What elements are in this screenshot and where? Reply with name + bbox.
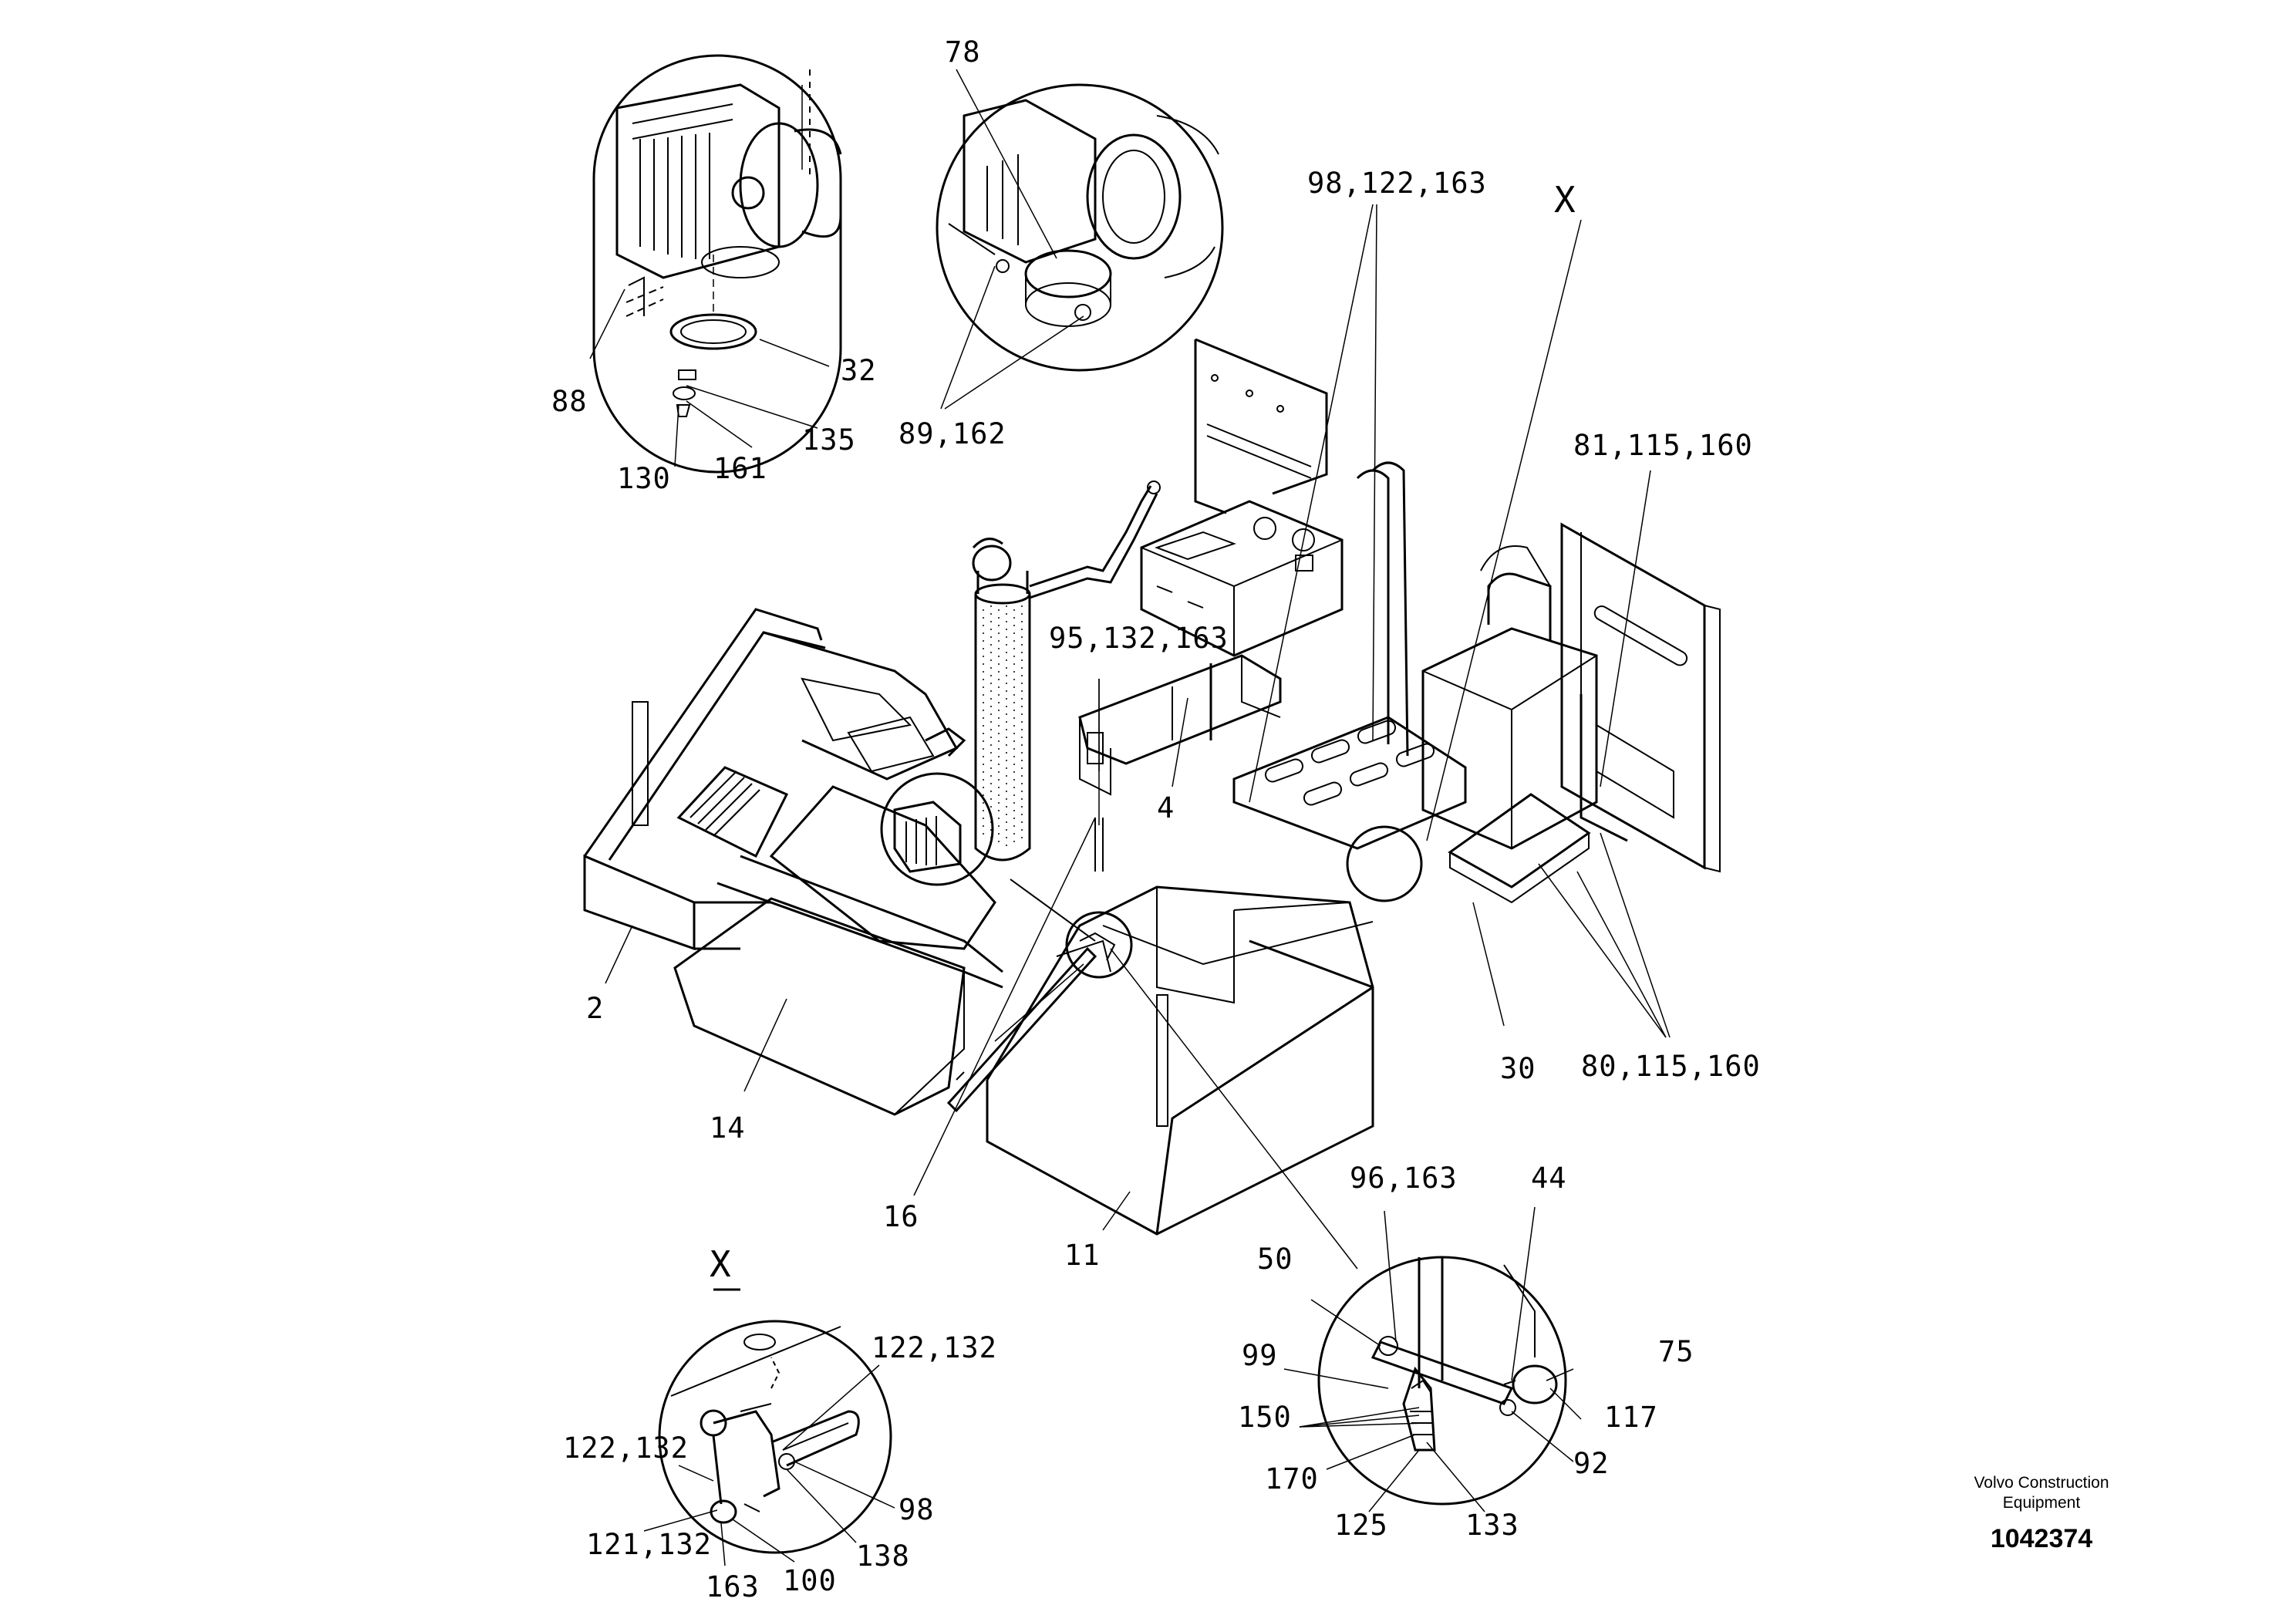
callout-30: 30 <box>1500 1052 1536 1085</box>
callout-labels: 78 32 88 135 130 161 89,162 98,122,163 X… <box>551 35 1761 1603</box>
callout-78: 78 <box>945 35 981 69</box>
callout-96-163: 96,163 <box>1350 1162 1458 1195</box>
callout-x-top: X <box>1554 179 1576 221</box>
callout-170: 170 <box>1265 1462 1319 1496</box>
callout-161: 161 <box>713 452 767 485</box>
callout-80-115-160: 80,115,160 <box>1581 1050 1761 1083</box>
callout-75: 75 <box>1658 1335 1694 1368</box>
callout-121-132: 121,132 <box>586 1528 712 1561</box>
title-block: Volvo Construction Equipment 1042374 <box>1941 1473 2142 1554</box>
callout-88: 88 <box>551 385 588 418</box>
callout-125: 125 <box>1334 1509 1388 1542</box>
callout-150: 150 <box>1238 1401 1292 1434</box>
callout-130: 130 <box>617 462 671 495</box>
callout-99: 99 <box>1242 1339 1278 1372</box>
callout-32: 32 <box>841 354 877 387</box>
callout-4: 4 <box>1157 791 1175 824</box>
callout-2: 2 <box>586 992 604 1025</box>
main-frame-assembly <box>583 338 1721 1236</box>
callout-163: 163 <box>706 1570 760 1603</box>
detail-x-striker <box>658 1320 892 1554</box>
company-name: Volvo Construction Equipment <box>1974 1474 2109 1512</box>
detail-airfilter-bottom <box>592 54 842 474</box>
callout-81-115-160: 81,115,160 <box>1573 429 1753 462</box>
callout-122-132-b: 122,132 <box>563 1431 689 1465</box>
callout-92: 92 <box>1573 1447 1610 1480</box>
callout-89-162: 89,162 <box>899 417 1006 450</box>
callout-95-132-163: 95,132,163 <box>1049 622 1229 655</box>
callout-98-detail: 98 <box>899 1493 935 1526</box>
callout-44: 44 <box>1531 1162 1567 1195</box>
callout-11: 11 <box>1064 1239 1101 1272</box>
callout-117: 117 <box>1604 1401 1658 1434</box>
document-number: 1042374 <box>1990 1524 2093 1553</box>
callout-135: 135 <box>802 423 856 457</box>
callout-100: 100 <box>783 1564 837 1597</box>
callout-16: 16 <box>883 1200 919 1233</box>
detail-airfilter-clamp <box>936 83 1224 372</box>
callout-133: 133 <box>1465 1509 1519 1542</box>
detail-door-latch <box>1317 1256 1567 1506</box>
callout-50: 50 <box>1257 1243 1293 1276</box>
callout-98-122-163: 98,122,163 <box>1307 167 1487 200</box>
leader-lines <box>589 69 1671 1566</box>
callout-138: 138 <box>856 1539 910 1573</box>
callout-14: 14 <box>710 1111 746 1145</box>
callout-x-detail: X <box>710 1243 732 1285</box>
callout-122-132-a: 122,132 <box>872 1331 997 1364</box>
